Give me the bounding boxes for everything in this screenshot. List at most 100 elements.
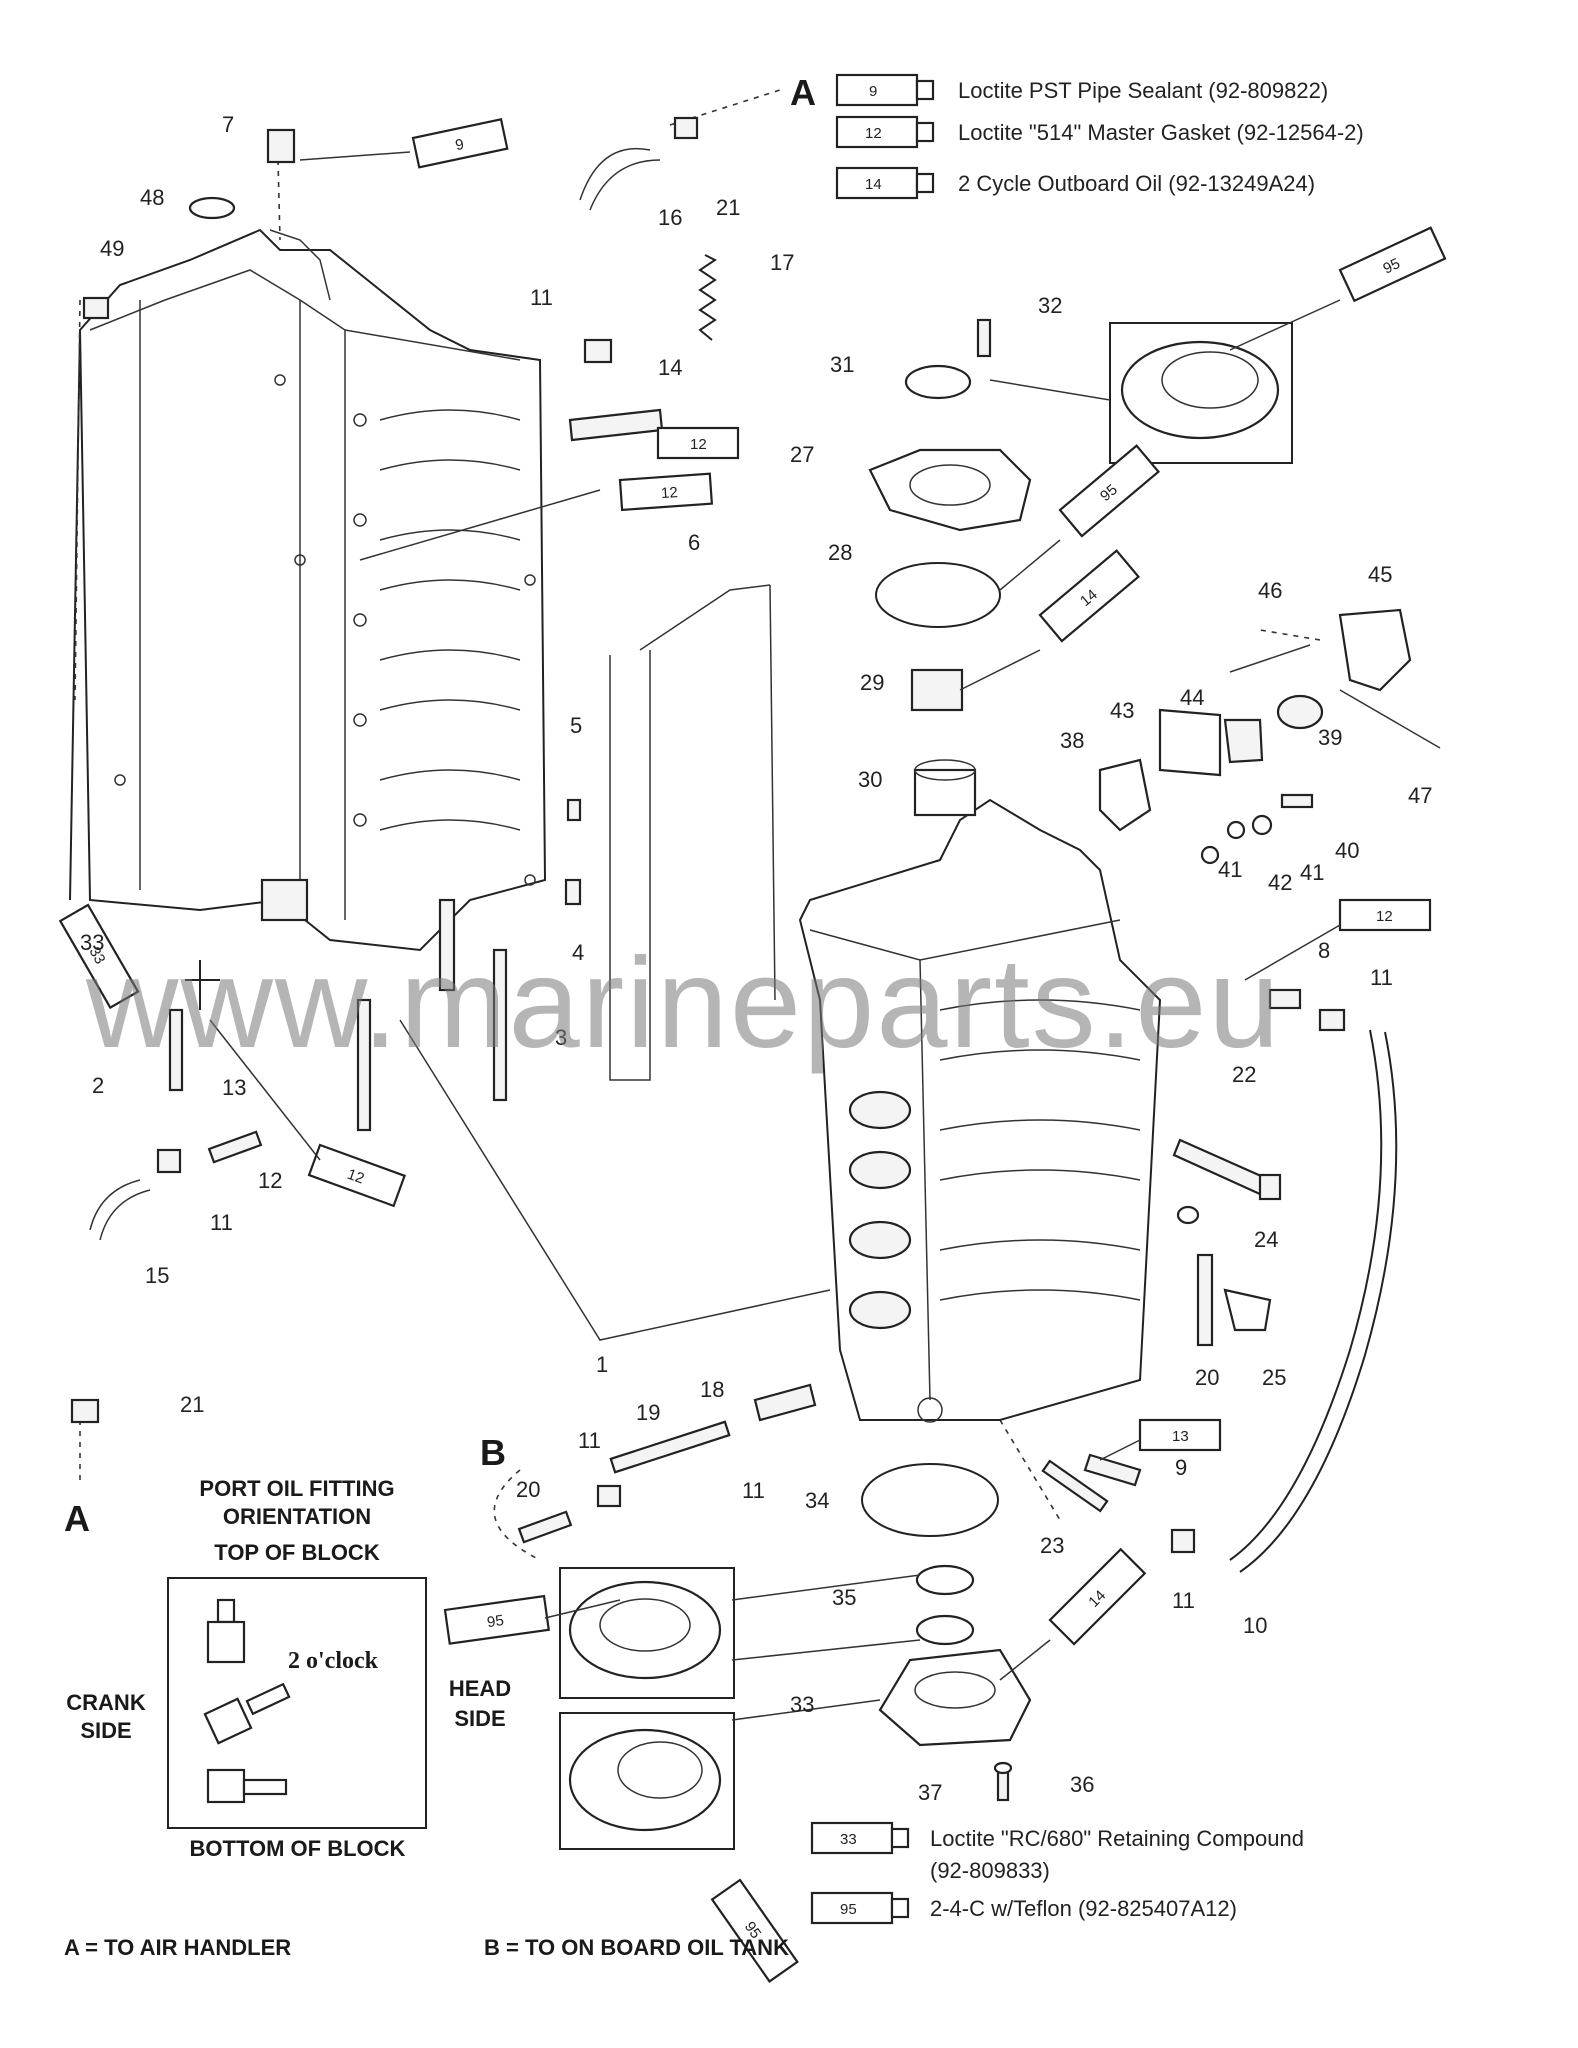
callout-11: 11	[578, 1428, 601, 1453]
callout-21: 21	[180, 1392, 204, 1417]
callout-42: 42	[1268, 870, 1292, 895]
svg-text:14: 14	[865, 176, 882, 193]
callout-23: 23	[1040, 1533, 1064, 1558]
svg-text:12: 12	[345, 1166, 366, 1188]
legend-item-9: Loctite PST Pipe Sealant (92-809822)	[958, 78, 1329, 103]
callout-41: 41	[1300, 860, 1324, 885]
callout-14: 14	[658, 355, 682, 380]
callout-18: 18	[700, 1377, 724, 1402]
footnote-b: B = TO ON BOARD OIL TANK	[484, 1935, 789, 1960]
footnote-a: A = TO AIR HANDLER	[64, 1935, 292, 1960]
ref-a-top: A	[790, 72, 816, 113]
svg-text:12: 12	[660, 484, 678, 502]
callout-11: 11	[1172, 1588, 1195, 1613]
callout-49: 49	[100, 236, 124, 261]
callout-35: 35	[832, 1585, 856, 1610]
callout-11: 11	[742, 1478, 765, 1503]
callout-17: 17	[770, 250, 794, 275]
crank-side-1: CRANK	[66, 1690, 146, 1715]
svg-text:12: 12	[1376, 908, 1393, 925]
callout-43: 43	[1110, 698, 1134, 723]
callout-11: 11	[1370, 965, 1393, 990]
legend-item-14: 2 Cycle Outboard Oil (92-13249A24)	[958, 171, 1316, 196]
callout-38: 38	[1060, 728, 1084, 753]
callout-10: 10	[1243, 1613, 1267, 1638]
callout-1: 1	[596, 1352, 608, 1377]
fitting-title-2: ORIENTATION	[222, 1504, 372, 1529]
fitting-clock-label: 2 o'clock	[288, 1648, 378, 1674]
cylinder-block-left	[69, 228, 547, 952]
head-side-1: HEAD	[448, 1676, 512, 1701]
svg-text:33: 33	[840, 1831, 857, 1848]
cylinder-block-right	[798, 798, 1162, 1423]
svg-text:95: 95	[486, 1612, 505, 1631]
callout-39: 39	[1318, 725, 1342, 750]
ref-a-bottom: A	[64, 1498, 90, 1539]
callout-29: 29	[860, 670, 884, 695]
callout-8: 8	[1318, 938, 1330, 963]
callout-3: 3	[555, 1025, 567, 1050]
svg-text:95: 95	[840, 1901, 857, 1918]
legend-item-12: Loctite "514" Master Gasket (92-12564-2)	[958, 120, 1364, 145]
svg-text:12: 12	[865, 125, 882, 142]
callout-11: 11	[210, 1210, 233, 1235]
crank-side-2: SIDE	[80, 1718, 132, 1743]
callout-45: 45	[1368, 562, 1392, 587]
small-parts	[70, 116, 1441, 1802]
callout-13: 13	[222, 1075, 246, 1100]
callout-30: 30	[858, 767, 882, 792]
svg-text:13: 13	[1172, 1428, 1189, 1445]
fitting-orientation-box	[167, 1577, 427, 1829]
bottom-legend-33: Loctite "RC/680" Retaining Compound	[930, 1826, 1304, 1851]
fitting-title-1: PORT OIL FITTING	[199, 1476, 395, 1501]
callout-25: 25	[1262, 1365, 1286, 1390]
svg-text:33: 33	[85, 944, 108, 967]
callout-12: 12	[258, 1168, 282, 1193]
callout-34: 34	[805, 1488, 829, 1513]
callout-33: 33	[790, 1692, 814, 1717]
callout-11: 11	[530, 285, 553, 310]
callout-7: 7	[222, 112, 234, 137]
seal-detail-boxes	[559, 322, 1293, 1850]
fitting-top-label: TOP OF BLOCK	[214, 1540, 380, 1565]
callout-5: 5	[570, 713, 582, 738]
callout-28: 28	[828, 540, 852, 565]
callout-21: 21	[716, 195, 740, 220]
callout-16: 16	[658, 205, 682, 230]
callout-9: 9	[1175, 1455, 1187, 1480]
svg-text:12: 12	[690, 436, 707, 453]
callout-2: 2	[92, 1073, 104, 1098]
callout-27: 27	[790, 442, 814, 467]
callout-15: 15	[145, 1263, 169, 1288]
bottom-legend-95: 2-4-C w/Teflon (92-825407A12)	[930, 1896, 1237, 1921]
callout-19: 19	[636, 1400, 660, 1425]
callout-37: 37	[918, 1780, 942, 1805]
callout-47: 47	[1408, 783, 1432, 808]
callout-33: 33	[80, 930, 104, 955]
callout-20: 20	[1195, 1365, 1219, 1390]
svg-text:9: 9	[869, 83, 877, 100]
callout-48: 48	[140, 185, 164, 210]
callout-31: 31	[830, 352, 854, 377]
callout-44: 44	[1180, 685, 1204, 710]
svg-text:95: 95	[1380, 255, 1402, 277]
head-side-2: SIDE	[454, 1706, 506, 1731]
ref-b: B	[480, 1432, 506, 1473]
fitting-bottom-label: BOTTOM OF BLOCK	[189, 1836, 406, 1861]
callout-46: 46	[1258, 578, 1282, 603]
callout-4: 4	[572, 940, 584, 965]
callout-40: 40	[1335, 838, 1359, 863]
callout-32: 32	[1038, 293, 1062, 318]
leader-dashes	[74, 89, 1321, 1561]
bottom-legend-33-partno: (92-809833)	[930, 1858, 1050, 1883]
sealant-tubes: 9 12 14 9 95 12 12 95 14 12 33 12 13 95 …	[58, 73, 1447, 1983]
callout-6: 6	[688, 530, 700, 555]
callout-20: 20	[516, 1477, 540, 1502]
callout-36: 36	[1070, 1772, 1094, 1797]
callout-41: 41	[1218, 857, 1242, 882]
callout-24: 24	[1254, 1227, 1278, 1252]
callout-22: 22	[1232, 1062, 1256, 1087]
watermark: www.marineparts.eu	[86, 932, 1282, 1075]
